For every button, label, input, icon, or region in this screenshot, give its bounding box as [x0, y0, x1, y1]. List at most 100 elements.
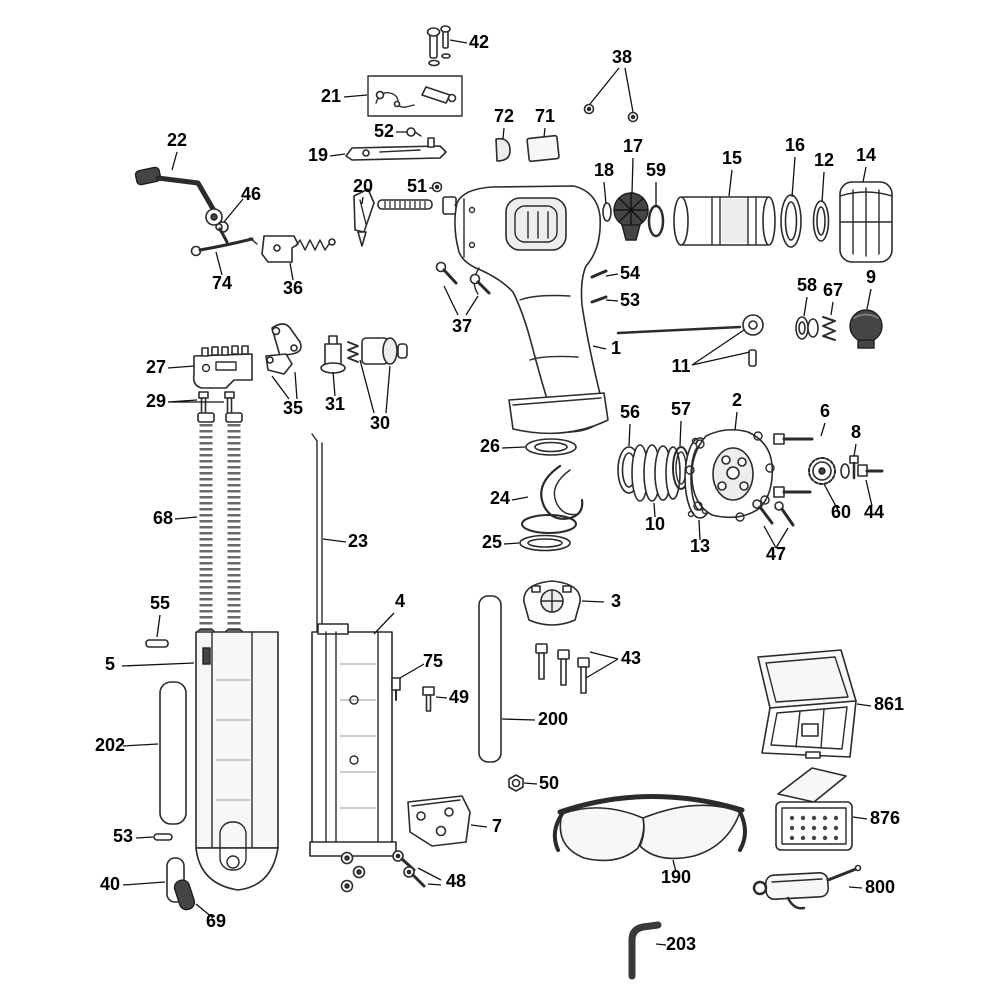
callout-47: 47	[766, 544, 786, 564]
callout-3: 3	[611, 591, 621, 611]
part-5-magazine-body	[195, 631, 279, 891]
part-31-bushing	[320, 335, 346, 374]
callout-59: 59	[646, 160, 666, 180]
part-30-valve	[347, 337, 408, 365]
callout-67: 67	[823, 280, 843, 300]
callout-55: 55	[150, 593, 170, 613]
callout-26: 26	[480, 436, 500, 456]
callout-48: 48	[446, 871, 466, 891]
callout-68: 68	[153, 508, 173, 528]
callout-44: 44	[864, 502, 884, 522]
callout-20: 20	[353, 176, 373, 196]
callout-11: 11	[671, 356, 690, 376]
callout-7: 7	[492, 816, 502, 836]
callout-58: 58	[797, 275, 817, 295]
part-15-cylinder	[673, 196, 776, 246]
part-11-rod	[616, 314, 764, 367]
callout-31: 31	[325, 394, 345, 414]
part-50-nut	[508, 774, 524, 792]
part-43-screws	[535, 643, 590, 694]
part-21-trigger-kit-box	[367, 75, 463, 117]
part-48-screws	[340, 850, 426, 893]
part-44-bolt	[840, 463, 884, 479]
part-54-pin	[590, 269, 608, 279]
callout-4: 4	[395, 591, 405, 611]
callout-53: 53	[620, 290, 640, 310]
part-12-ring	[812, 200, 830, 242]
part-53b-rod	[153, 833, 173, 841]
part-36-latch-spring	[261, 235, 336, 263]
callout-29: 29	[146, 391, 166, 411]
callout-74: 74	[212, 273, 232, 293]
part-47-screws	[752, 499, 795, 527]
part-22-lever	[134, 166, 229, 233]
part-27-bracket	[192, 345, 253, 389]
callout-53b: 53	[113, 826, 133, 846]
part-200-strip	[478, 595, 502, 763]
callout-24: 24	[490, 488, 510, 508]
callout-200: 200	[538, 709, 568, 729]
part-53-pin	[590, 295, 608, 304]
callout-1: 1	[611, 338, 621, 358]
part-6-bolts	[773, 433, 814, 498]
callout-876: 876	[870, 808, 900, 828]
part-59-o-ring	[647, 204, 665, 238]
callout-60: 60	[831, 502, 851, 522]
callout-2: 2	[732, 390, 742, 410]
part-20-pusher-link	[353, 188, 466, 247]
part-3-cap	[523, 580, 581, 626]
callout-21: 21	[321, 86, 341, 106]
callout-202: 202	[95, 735, 125, 755]
callout-37: 37	[452, 316, 472, 336]
part-190-safety-glasses	[552, 794, 747, 862]
part-71-plate	[526, 134, 560, 163]
leader-lines	[121, 39, 873, 946]
part-46-pin	[215, 223, 229, 244]
callout-43: 43	[621, 648, 641, 668]
callout-27: 27	[146, 357, 166, 377]
callout-203: 203	[666, 934, 696, 954]
callout-50: 50	[539, 773, 559, 793]
part-29-pins	[198, 391, 235, 415]
callout-38: 38	[612, 47, 632, 67]
callout-9: 9	[866, 267, 876, 287]
part-51-ring	[431, 181, 443, 193]
part-2-cylinder-head	[685, 428, 775, 522]
callout-40: 40	[100, 874, 120, 894]
part-4-magazine	[309, 623, 397, 857]
callout-14: 14	[856, 145, 876, 165]
part-26-ring	[525, 438, 577, 456]
callout-71: 71	[535, 106, 555, 126]
part-72-seal	[495, 137, 511, 162]
callout-54: 54	[620, 263, 640, 283]
callout-57: 57	[671, 399, 691, 419]
part-800-oil-gun	[752, 864, 862, 910]
part-8-pin	[849, 455, 859, 480]
callout-19: 19	[308, 145, 328, 165]
part-17-knob	[613, 192, 649, 241]
callout-52: 52	[374, 121, 394, 141]
part-58-washers	[795, 316, 819, 340]
callout-10: 10	[645, 514, 665, 534]
callout-35: 35	[283, 398, 303, 418]
callout-75: 75	[423, 651, 443, 671]
callout-49: 49	[449, 687, 469, 707]
part-9-knob	[849, 309, 883, 349]
callout-30: 30	[370, 413, 390, 433]
part-74-link-arm	[190, 237, 258, 257]
part-16-ring	[780, 194, 802, 248]
callout-46: 46	[241, 184, 261, 204]
callout-23: 23	[348, 531, 368, 551]
part-52-clip	[406, 127, 422, 137]
part-24-driver-guide	[521, 464, 584, 534]
callout-5: 5	[105, 654, 115, 674]
callout-36: 36	[283, 278, 303, 298]
callout-13: 13	[690, 536, 710, 556]
part-18-ring	[602, 202, 612, 222]
callout-51: 51	[407, 176, 427, 196]
part-202-strip	[159, 681, 187, 825]
part-203-hex-key	[628, 921, 662, 980]
part-37-screws	[435, 261, 491, 295]
part-23-rail	[311, 433, 325, 641]
